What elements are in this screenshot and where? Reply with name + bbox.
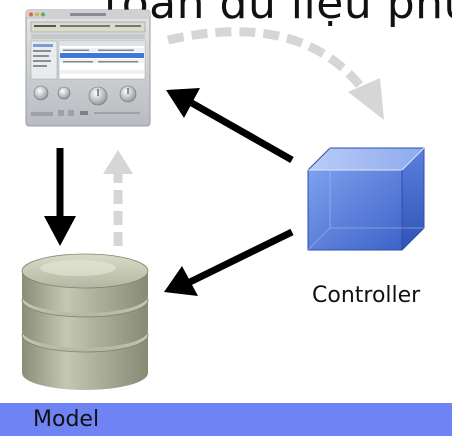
arrow-controller-to-model bbox=[188, 228, 294, 286]
model-database-icon bbox=[21, 253, 149, 390]
controller-label: Controller bbox=[312, 283, 421, 308]
view-window-icon bbox=[25, 9, 151, 127]
arrow-model-to-view-head bbox=[103, 150, 133, 174]
arrow-view-to-model-head bbox=[44, 216, 76, 246]
arrow-controller-to-view bbox=[188, 98, 294, 164]
arrow-controller-to-model-head bbox=[164, 266, 198, 296]
model-label: Model bbox=[33, 407, 100, 432]
arrow-view-to-controller bbox=[167, 27, 366, 91]
controller-cube-icon bbox=[307, 147, 425, 251]
arrow-view-to-controller-head bbox=[348, 78, 384, 120]
top-caption: toán dữ liệu phù bbox=[104, 0, 452, 29]
model-label-band bbox=[0, 403, 452, 436]
arrow-controller-to-view-head bbox=[166, 88, 200, 118]
